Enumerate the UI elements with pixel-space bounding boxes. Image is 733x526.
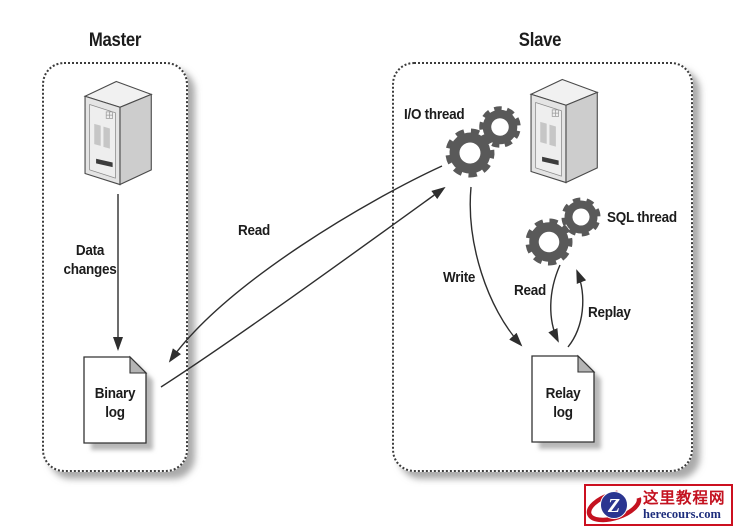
- watermark-logo-letter: Z: [607, 495, 620, 517]
- slave-title: Slave: [518, 30, 562, 51]
- watermark-text: 这里教程网 herecours.com: [643, 490, 726, 521]
- data-changes-label: Data changes: [59, 241, 120, 279]
- master-title: Master: [88, 30, 142, 51]
- binary-log-label: Binary log: [87, 384, 143, 422]
- binary-log-line1: Binary: [94, 385, 136, 402]
- watermark-site-link[interactable]: Z 这里教程网 herecours.com: [584, 484, 733, 526]
- read-binlog-arrow-label: Read: [238, 222, 270, 239]
- data-changes-line1: Data: [75, 242, 105, 259]
- watermark-site-name: 这里教程网: [643, 489, 726, 507]
- sql-thread-label: SQL thread: [607, 209, 677, 226]
- io-thread-label: I/O thread: [404, 106, 465, 123]
- replay-arrow-label: Replay: [588, 304, 631, 321]
- z-orbit-logo-icon: Z: [586, 489, 642, 523]
- watermark-site-domain: herecours.com: [643, 506, 721, 521]
- read-relay-arrow-label: Read: [514, 282, 546, 299]
- write-arrow-label: Write: [443, 269, 476, 286]
- relay-log-label: Relay log: [535, 384, 591, 422]
- relay-log-line2: log: [553, 404, 573, 421]
- binary-log-line2: log: [105, 404, 125, 421]
- relay-log-line1: Relay: [545, 385, 581, 402]
- data-changes-line2: changes: [63, 261, 117, 278]
